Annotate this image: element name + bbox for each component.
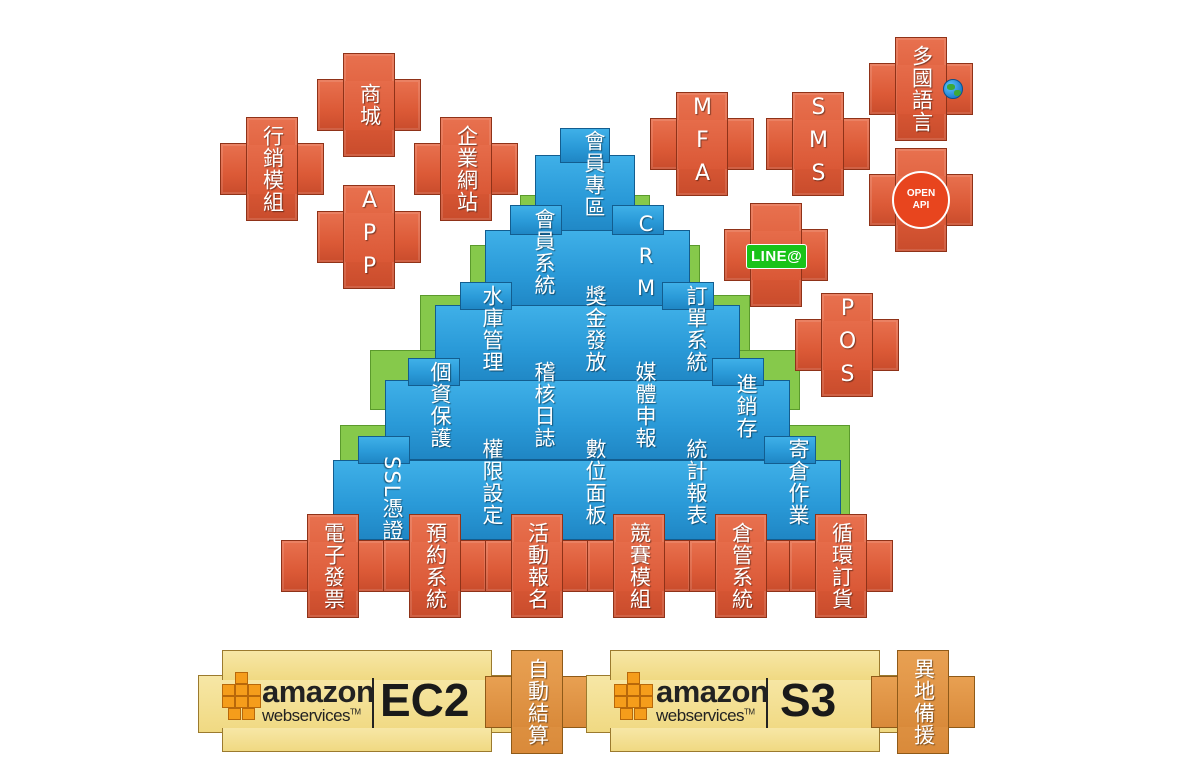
- aws-ec2-bar-cap-top: [222, 650, 492, 680]
- aws-s3-sub: webservicesTM: [656, 706, 755, 726]
- module-event-signup: 活動報名: [485, 514, 589, 618]
- aws-ec2-tm: TM: [350, 707, 361, 717]
- module-mfa-label: MFA: [690, 94, 715, 194]
- openapi-icon: OPEN API: [892, 171, 950, 229]
- module-mfa: MFA: [650, 92, 754, 196]
- module-shop-label: 商城: [357, 83, 382, 127]
- module-reservation-label: 預約系統: [423, 522, 448, 610]
- pyramid-block-row4-cap-b: [712, 358, 764, 386]
- pyramid-label-statistics: 統計報表: [684, 438, 708, 526]
- aws-cubes-icon: [222, 672, 262, 720]
- aws-ec2-service: EC2: [380, 674, 470, 726]
- pyramid-block-row4-cap-a: [408, 358, 460, 386]
- module-warehouse: 倉管系統: [689, 514, 793, 618]
- aws-cubes-icon: [614, 672, 654, 720]
- aws-ec2-tab-label: 自動結算: [525, 658, 550, 746]
- module-reservation: 預約系統: [383, 514, 487, 618]
- aws-s3-divider: [766, 678, 768, 728]
- module-e-invoice: 電子發票: [281, 514, 385, 618]
- module-marketing: 行銷模組: [220, 117, 324, 221]
- pyramid-label-media-report: 媒體申報: [633, 361, 657, 449]
- module-website: 企業網站: [414, 117, 518, 221]
- pyramid-label-bonus: 獎金發放: [583, 285, 607, 373]
- pyramid-block-row3-cap-a: [460, 282, 512, 310]
- aws-s3-brand: amazon: [656, 674, 769, 709]
- module-recurring-order-label: 循環訂貨: [829, 522, 854, 610]
- pyramid-block-row2-cap-a: [510, 205, 562, 235]
- module-e-invoice-label: 電子發票: [321, 522, 346, 610]
- module-openapi: OPEN API: [869, 148, 973, 252]
- module-shop: 商城: [317, 53, 421, 157]
- aws-ec2-bar-cap-bottom: [222, 728, 492, 752]
- pyramid-label-ssl: SSL憑證: [362, 456, 404, 542]
- module-pos-label: POS: [835, 295, 860, 395]
- openapi-label-bottom: API: [912, 200, 930, 211]
- module-competition: 競賽模組: [587, 514, 691, 618]
- pyramid-label-digital-panel: 數位面板: [583, 438, 607, 526]
- pyramid-label-reservoir: 水庫管理: [480, 285, 504, 373]
- line-icon: LINE@: [746, 244, 808, 269]
- pyramid-label-crm: CRM: [634, 212, 658, 308]
- pyramid-label-member-area: 會員專區: [582, 130, 606, 218]
- pyramid-block-row2-cap-b: [612, 205, 664, 235]
- globe-icon: [943, 79, 963, 99]
- aws-s3-tm: TM: [744, 707, 755, 717]
- pyramid-label-orders: 訂單系統: [684, 285, 708, 373]
- module-pos: POS: [795, 293, 899, 397]
- module-event-signup-label: 活動報名: [525, 522, 550, 610]
- module-app-label: APP: [357, 187, 382, 287]
- pyramid-label-consignment: 寄倉作業: [786, 438, 810, 526]
- module-competition-label: 競賽模組: [627, 522, 652, 610]
- aws-s3-tab-label: 異地備援: [911, 658, 936, 746]
- aws-ec2-tab: 自動結算: [485, 650, 589, 754]
- module-marketing-label: 行銷模組: [260, 125, 285, 213]
- pyramid-block-row5-cap-a: [358, 436, 410, 464]
- aws-s3-bar-cap-bottom: [610, 728, 880, 752]
- pyramid-block-top-cap: [560, 128, 610, 163]
- pyramid-label-permissions: 權限設定: [480, 438, 504, 526]
- aws-ec2-brand: amazon: [262, 674, 375, 709]
- pyramid-label-inventory: 進銷存: [734, 373, 758, 439]
- pyramid-block-row4: [385, 380, 790, 460]
- module-line: LINE@: [724, 203, 828, 307]
- aws-s3-service: S3: [780, 674, 837, 726]
- pyramid-block-row2: [485, 230, 690, 310]
- aws-ec2-sub-text: webservices: [262, 706, 351, 725]
- pyramid-block-row5-cap-b: [764, 436, 816, 464]
- aws-s3-tab: 異地備援: [871, 650, 975, 754]
- pyramid-label-ssl-text: SSL憑證: [380, 456, 404, 542]
- pyramid-label-privacy: 個資保護: [428, 361, 452, 449]
- module-sms-label: SMS: [806, 94, 831, 194]
- module-i18n: 多國語言: [869, 37, 973, 141]
- module-warehouse-label: 倉管系統: [729, 522, 754, 610]
- module-sms: SMS: [766, 92, 870, 196]
- aws-ec2-divider: [372, 678, 374, 728]
- aws-ec2-sub: webservicesTM: [262, 706, 361, 726]
- pyramid-block-row3-cap-b: [662, 282, 714, 310]
- aws-s3-bar-cap-top: [610, 650, 880, 680]
- openapi-label-top: OPEN: [906, 188, 936, 199]
- pyramid-label-audit-log: 稽核日誌: [532, 361, 556, 449]
- module-recurring-order: 循環訂貨: [789, 514, 893, 618]
- aws-s3-sub-text: webservices: [656, 706, 745, 725]
- pyramid-label-member-system: 會員系統: [532, 208, 556, 296]
- module-website-label: 企業網站: [454, 125, 479, 213]
- pyramid-block-row3: [435, 305, 740, 385]
- module-app: APP: [317, 185, 421, 289]
- module-i18n-label: 多國語言: [909, 45, 934, 133]
